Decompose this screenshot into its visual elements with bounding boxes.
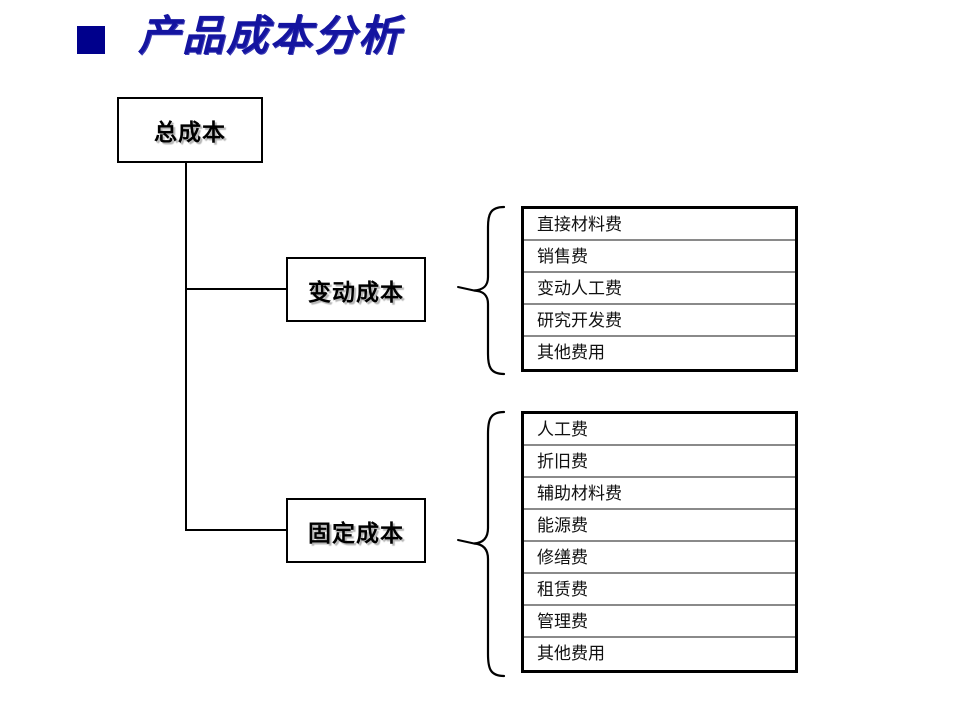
left-curly-brace-icon-variable (457, 205, 506, 376)
list-item[interactable]: 变动人工费 (524, 273, 795, 305)
node-fixed-cost[interactable]: 固定成本 (286, 498, 426, 563)
list-item[interactable]: 销售费 (524, 241, 795, 273)
list-item[interactable]: 能源费 (524, 510, 795, 542)
node-total-cost[interactable]: 总成本 (117, 97, 263, 163)
trunk-vertical-connector (185, 162, 187, 531)
list-item[interactable]: 辅助材料费 (524, 478, 795, 510)
list-item[interactable]: 研究开发费 (524, 305, 795, 337)
node-variable-cost[interactable]: 变动成本 (286, 257, 426, 322)
node-total-cost-label: 总成本 (154, 120, 226, 146)
list-item[interactable]: 其他费用 (537, 644, 605, 664)
branch-connector-fixed (185, 529, 286, 531)
left-curly-brace-icon-fixed (457, 410, 506, 678)
page-title: 产品成本分析 (138, 11, 403, 60)
list-item[interactable]: 其他费用 (537, 343, 605, 363)
detail-list-variable-cost: 直接材料费 销售费 变动人工费 研究开发费 其他费用 (521, 206, 798, 372)
square-bullet-icon (77, 26, 105, 54)
list-item[interactable]: 管理费 (524, 606, 795, 638)
slide-title-row: 产品成本分析 (0, 0, 960, 80)
list-item[interactable]: 人工费 (524, 414, 795, 446)
list-item[interactable]: 修缮费 (524, 542, 795, 574)
node-variable-cost-label: 变动成本 (308, 279, 404, 306)
list-item[interactable]: 折旧费 (524, 446, 795, 478)
list-item[interactable]: 直接材料费 (524, 209, 795, 241)
list-item[interactable]: 租赁费 (524, 574, 795, 606)
node-fixed-cost-label: 固定成本 (308, 520, 404, 547)
detail-list-fixed-cost: 人工费 折旧费 辅助材料费 能源费 修缮费 租赁费 管理费 其他费用 (521, 411, 798, 673)
branch-connector-variable (185, 288, 286, 290)
